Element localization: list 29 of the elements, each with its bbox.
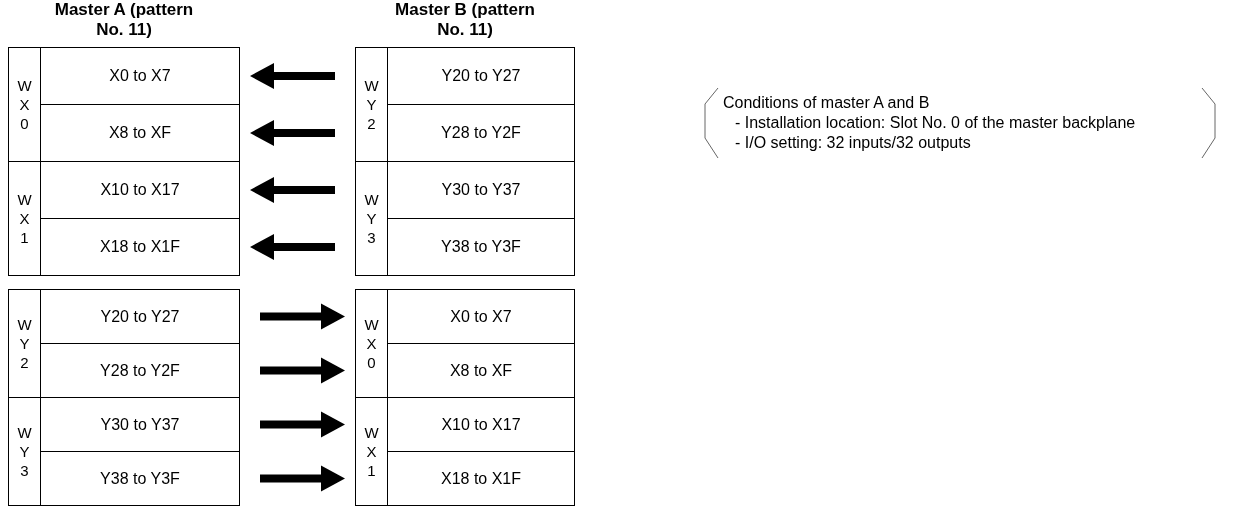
word-register-box xyxy=(355,47,575,162)
register-name: W Y 3 xyxy=(363,190,380,248)
word-register-box xyxy=(355,397,575,506)
arrow xyxy=(250,63,335,89)
word-register-box xyxy=(8,397,240,506)
register-name: W Y 3 xyxy=(16,423,33,481)
register-name: W X 0 xyxy=(363,315,380,373)
column-heading: Master B (pattern No. 11) xyxy=(394,0,536,40)
arrow xyxy=(260,357,345,384)
word-register-box xyxy=(355,289,575,398)
word-register-box xyxy=(8,161,240,276)
register-name: W X 1 xyxy=(363,423,380,481)
note-text: - I/O setting: 32 inputs/32 outputs xyxy=(735,134,971,152)
arrow xyxy=(260,411,345,438)
note-text: - Installation location: Slot No. 0 of the master backplane xyxy=(735,114,1136,132)
register-name: W X 0 xyxy=(16,76,33,134)
word-register-box xyxy=(8,47,240,162)
arrow xyxy=(260,465,345,492)
column-heading: Master A (pattern No. 11) xyxy=(53,0,195,40)
word-register-box xyxy=(8,289,240,398)
note-text: Conditions of master A and B xyxy=(723,94,930,112)
arrow xyxy=(250,120,335,146)
arrow xyxy=(260,303,345,330)
register-name: W X 1 xyxy=(16,190,33,248)
register-name: W Y 2 xyxy=(363,76,380,134)
arrow xyxy=(250,234,335,260)
arrow xyxy=(250,177,335,203)
word-register-box xyxy=(355,161,575,276)
register-name: W Y 2 xyxy=(16,315,33,373)
